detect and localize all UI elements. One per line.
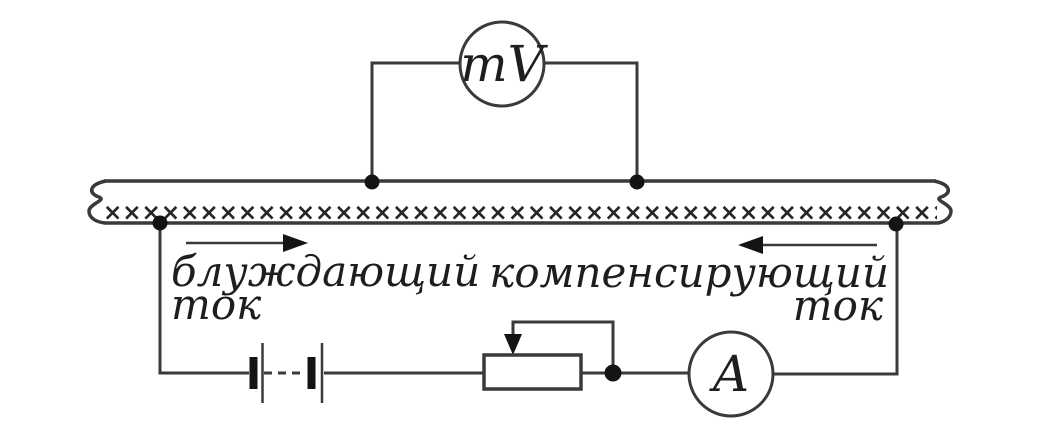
pipe-tap-dot-left — [152, 215, 168, 231]
compensating-current-arrowhead — [738, 236, 763, 254]
compensating-current-label-line2: ток — [792, 281, 883, 330]
stray-branch-wire — [158, 223, 249, 375]
millivoltmeter-circle — [458, 20, 546, 108]
stray-current-arrowhead — [283, 234, 308, 252]
stray-current-label-line1: блуждающий — [171, 247, 481, 296]
probe-dot-right — [629, 174, 645, 190]
pipe-break-left — [87, 179, 107, 225]
rheostat-wiper-arrowhead — [504, 334, 522, 355]
ammeter-label: A — [712, 345, 750, 403]
pipe-break-right — [933, 179, 953, 225]
stray-current-label-line2: ток — [171, 280, 262, 329]
millivoltmeter-label: mV — [460, 35, 544, 93]
probe-dot-left — [364, 174, 380, 190]
compensating-current-label-line1: компенсирующий — [489, 248, 889, 297]
compensating-branch-wire — [772, 224, 899, 376]
ammeter-circle — [687, 330, 775, 418]
rheostat-wiper-wire — [511, 320, 615, 372]
rheostat-body — [482, 353, 583, 391]
pipe-tap-dot-right — [888, 216, 904, 232]
rheostat-junction-dot — [604, 364, 622, 382]
